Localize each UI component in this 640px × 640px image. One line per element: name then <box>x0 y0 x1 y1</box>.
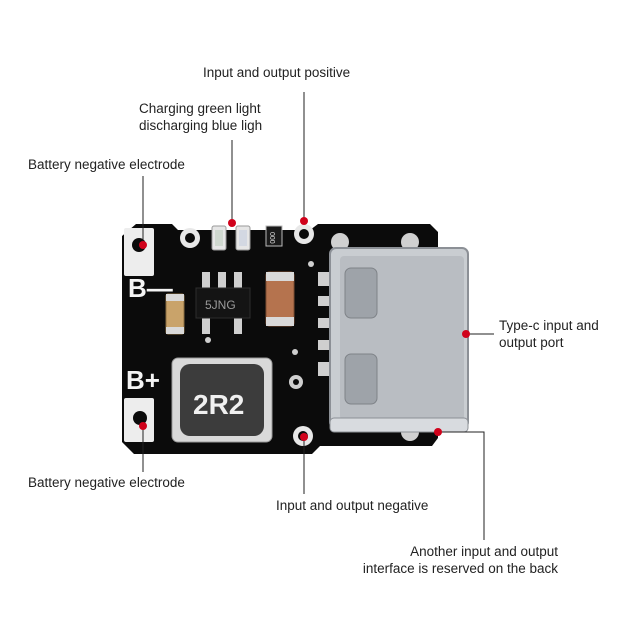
label-charging-light-line1: Charging green light <box>139 101 261 116</box>
typec-anchor-top-right <box>401 233 419 251</box>
label-charging-light-line2: discharging blue ligh <box>139 118 263 133</box>
battery-pad-bottom-hole <box>133 411 147 425</box>
typec-slot-bottom <box>344 353 378 405</box>
label-type-c-line2: output port <box>499 335 564 350</box>
silk-b-minus: B— <box>128 273 173 303</box>
typec-pad <box>318 318 332 328</box>
typec-pad <box>318 296 332 306</box>
label-type-c-line1: Type-c input and <box>499 318 599 333</box>
resistor <box>265 225 283 247</box>
ic-marking: 5JNG <box>205 298 236 312</box>
mounting-hole-top-right-inner <box>299 229 309 239</box>
capacitor-left-cap-bottom <box>166 327 184 334</box>
ic-pin-2 <box>218 272 226 290</box>
label-battery-negative-top: Battery negative electrode <box>28 157 185 172</box>
led-blue-lens <box>239 230 247 246</box>
marker-back-interface <box>434 428 442 436</box>
inductor-marking: 2R2 <box>193 389 244 420</box>
silk-b-plus: B+ <box>126 365 160 395</box>
ic-chip <box>195 287 251 319</box>
ic-pin-4 <box>202 316 210 334</box>
label-charging-light: Charging green light discharging blue li… <box>139 100 262 134</box>
via <box>205 337 211 343</box>
marker-charging-light <box>228 219 236 227</box>
marker-type-c <box>462 330 470 338</box>
typec-pad <box>318 272 332 286</box>
ic-pin-3 <box>234 272 242 290</box>
ic-pin-5 <box>234 316 242 334</box>
label-type-c: Type-c input and output port <box>499 317 599 351</box>
label-back-interface-line2: interface is reserved on the back <box>362 561 558 576</box>
capacitor-left-cap-top <box>166 294 184 301</box>
ic-pin-1 <box>202 272 210 290</box>
label-back-interface-line1: Another input and output <box>410 544 558 559</box>
leader-back-interface <box>438 431 485 540</box>
via <box>293 379 299 385</box>
label-input-output-positive: Input and output positive <box>203 65 351 80</box>
label-input-output-negative: Input and output negative <box>276 498 429 513</box>
capacitor-right-cap-top <box>266 272 294 281</box>
typec-pad <box>318 362 332 376</box>
typec-slot-top <box>344 267 378 319</box>
mounting-hole-top-left-inner <box>185 233 195 243</box>
label-battery-negative-bottom: Battery negative electrode <box>28 475 185 490</box>
typec-shell-bottom-lip <box>329 417 469 433</box>
typec-pad <box>318 340 332 350</box>
marker-battery-negative-bottom <box>139 422 147 430</box>
resistor-marking: 000 <box>268 232 275 244</box>
marker-input-output-positive <box>300 217 308 225</box>
typec-anchor-top <box>331 233 349 251</box>
capacitor-right-cap-bottom <box>266 317 294 326</box>
label-back-interface: Another input and output interface is re… <box>338 543 558 577</box>
marker-battery-negative-top <box>139 241 147 249</box>
inductor-core <box>180 364 264 436</box>
via <box>308 261 314 267</box>
led-green-lens <box>215 230 223 246</box>
marker-input-output-negative <box>300 433 308 441</box>
via <box>292 349 298 355</box>
